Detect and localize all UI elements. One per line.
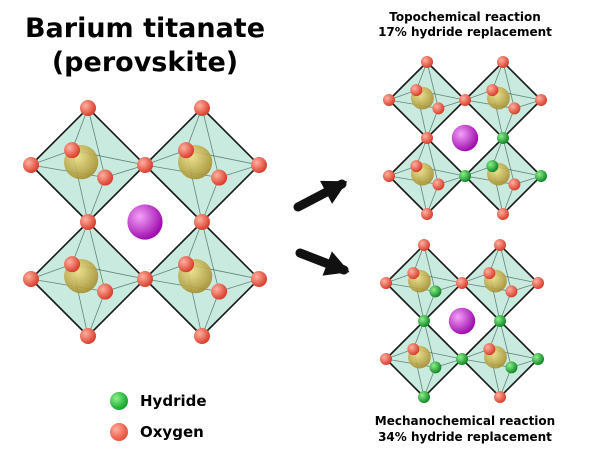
anion-atoms xyxy=(23,56,547,403)
hydride-swatch xyxy=(110,392,128,410)
oxygen-atom xyxy=(410,84,423,97)
barium-atom xyxy=(451,124,479,152)
title-line-1: Barium titanate xyxy=(24,13,266,44)
top-arrow-head xyxy=(320,180,348,204)
oxygen-atom xyxy=(251,157,267,173)
oxygen-atom xyxy=(383,170,395,182)
legend-label-hydride: Hydride xyxy=(140,392,207,410)
oxygen-atom xyxy=(194,214,210,230)
oxygen-atom xyxy=(137,157,153,173)
topo-octahedron-inner-edge xyxy=(502,137,515,185)
oxygen-atom xyxy=(494,239,506,251)
hydride-atom xyxy=(494,315,506,327)
mech-octahedron-inner-edge xyxy=(423,244,436,292)
legend-label-oxygen: Oxygen xyxy=(140,423,204,441)
oxygen-atom xyxy=(407,267,420,280)
oxygen-atom xyxy=(432,178,445,191)
oxygen-atom xyxy=(97,283,114,300)
topo-octahedron-inner-edge xyxy=(502,61,515,109)
hydride-atom xyxy=(418,391,430,403)
topo-octahedron-inner-edge xyxy=(426,61,439,109)
hydride-atom xyxy=(456,353,468,365)
oxygen-atom xyxy=(421,56,433,68)
oxygen-atom xyxy=(505,285,518,298)
arrows xyxy=(293,179,350,276)
hydride-atom xyxy=(497,132,509,144)
oxygen-atom xyxy=(483,343,496,356)
oxygen-atom xyxy=(383,94,395,106)
oxygen-atom xyxy=(80,214,96,230)
hydride-atom xyxy=(418,315,430,327)
oxygen-atom xyxy=(137,271,153,287)
mech-octahedron-inner-edge xyxy=(423,320,436,368)
oxygen-atom xyxy=(380,353,392,365)
mech-octahedron-inner-edge xyxy=(499,320,512,368)
oxygen-atom xyxy=(178,256,195,273)
oxygen-atom xyxy=(410,160,423,173)
bottom-caption-line-2: 34% hydride replacement xyxy=(378,430,552,444)
oxygen-atom xyxy=(432,102,445,115)
oxygen-atom xyxy=(459,94,471,106)
oxygen-atom xyxy=(23,271,39,287)
oxygen-atom xyxy=(497,56,509,68)
oxygen-atom xyxy=(211,283,228,300)
main-octahedron-inner-edge xyxy=(201,107,220,178)
oxygen-atom xyxy=(483,267,496,280)
oxygen-atom xyxy=(80,100,96,116)
oxygen-atom xyxy=(497,208,509,220)
oxygen-atom xyxy=(407,343,420,356)
oxygen-atom xyxy=(486,84,499,97)
octahedra-edges xyxy=(30,61,542,398)
oxygen-atom xyxy=(421,208,433,220)
oxygen-atom xyxy=(97,169,114,186)
oxygen-atom xyxy=(194,328,210,344)
oxygen-atom xyxy=(494,391,506,403)
oxygen-atom xyxy=(178,142,195,159)
hydride-atom xyxy=(429,361,442,374)
oxygen-atom xyxy=(211,169,228,186)
mech-octahedron-inner-edge xyxy=(499,244,512,292)
main-octahedron-inner-edge xyxy=(87,107,106,178)
hydride-atom xyxy=(532,353,544,365)
oxygen-atom xyxy=(64,142,81,159)
legend-item-oxygen: Oxygen xyxy=(110,420,204,444)
oxygen-atom xyxy=(23,157,39,173)
oxygen-atom xyxy=(421,132,433,144)
barium-atom xyxy=(448,307,476,335)
octahedra-faces xyxy=(31,62,541,397)
barium-atom xyxy=(127,204,163,240)
hydride-atom xyxy=(459,170,471,182)
oxygen-atom xyxy=(535,94,547,106)
main-octahedron-inner-edge xyxy=(87,221,106,292)
hydride-atom xyxy=(429,285,442,298)
bottom-caption-line-1: Mechanochemical reaction xyxy=(374,414,556,428)
oxygen-swatch xyxy=(110,423,128,441)
title-line-2: (perovskite) xyxy=(51,47,239,78)
oxygen-atom xyxy=(456,277,468,289)
oxygen-atom xyxy=(380,277,392,289)
topo-octahedron-inner-edge xyxy=(426,137,439,185)
main-octahedron-inner-edge xyxy=(201,221,220,292)
barium-atoms xyxy=(127,124,479,335)
bottom-arrow-head xyxy=(322,251,350,276)
oxygen-atom xyxy=(64,256,81,273)
legend-item-hydride: Hydride xyxy=(110,389,207,413)
hydride-atom xyxy=(486,160,499,173)
top-caption-line-2: 17% hydride replacement xyxy=(378,25,552,39)
oxygen-atom xyxy=(508,102,521,115)
top-caption-line-1: Topochemical reaction xyxy=(389,10,541,24)
hydride-atom xyxy=(535,170,547,182)
oxygen-atom xyxy=(418,239,430,251)
oxygen-atom xyxy=(80,328,96,344)
oxygen-atom xyxy=(532,277,544,289)
oxygen-atom xyxy=(251,271,267,287)
hydride-atom xyxy=(505,361,518,374)
oxygen-atom xyxy=(508,178,521,191)
oxygen-atom xyxy=(194,100,210,116)
